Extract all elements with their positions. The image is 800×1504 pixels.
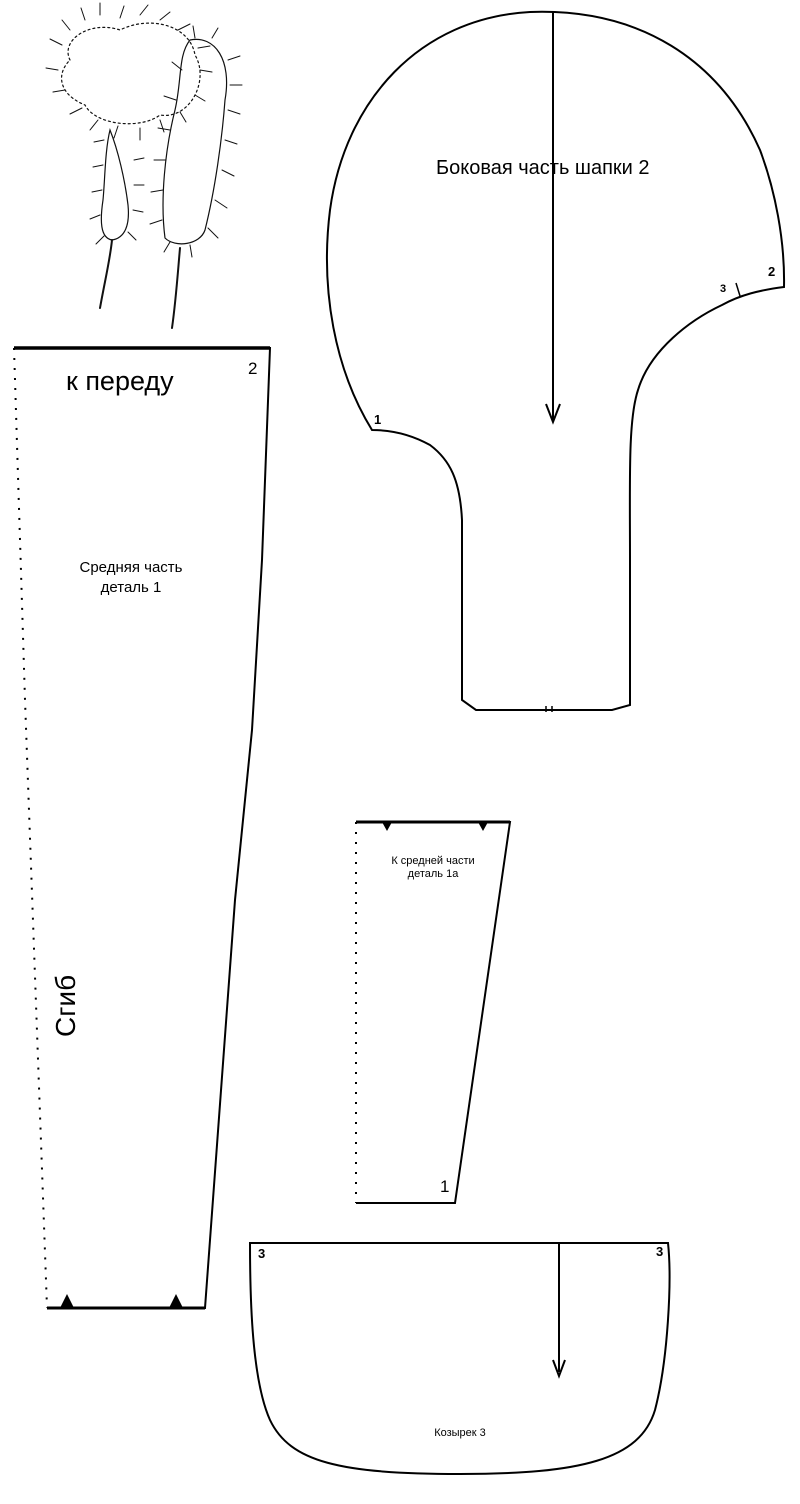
visor-piece bbox=[248, 1242, 671, 1476]
visor-mark-left: 3 bbox=[258, 1246, 265, 1261]
notch-marker bbox=[478, 822, 488, 831]
side-mark-3: 3 bbox=[720, 283, 726, 295]
visor-mark-right: 3 bbox=[656, 1244, 663, 1259]
insert-title-line1: К средней части bbox=[391, 855, 474, 867]
hat-sketch-illustration bbox=[45, 2, 243, 329]
side-piece bbox=[325, 10, 786, 712]
side-title: Боковая часть шапки 2 bbox=[436, 157, 650, 179]
middle-front-label: к переду bbox=[66, 366, 174, 396]
middle-corner-mark: 2 bbox=[248, 359, 257, 378]
middle-title-line1: Средняя часть bbox=[80, 559, 183, 576]
notch-marker bbox=[382, 822, 392, 831]
notch-marker bbox=[60, 1294, 74, 1308]
middle-piece bbox=[13, 346, 272, 1310]
fold-label: Сгиб bbox=[50, 975, 81, 1037]
notch-marker bbox=[169, 1294, 183, 1308]
insert-title-line2: деталь 1а bbox=[408, 868, 460, 880]
middle-title-line2: деталь 1 bbox=[101, 579, 162, 596]
side-mark-2: 2 bbox=[768, 264, 775, 279]
insert-piece bbox=[355, 820, 512, 1204]
insert-mark-1: 1 bbox=[440, 1177, 449, 1196]
visor-title: Козырек 3 bbox=[434, 1427, 486, 1439]
side-mark-1: 1 bbox=[374, 412, 381, 427]
